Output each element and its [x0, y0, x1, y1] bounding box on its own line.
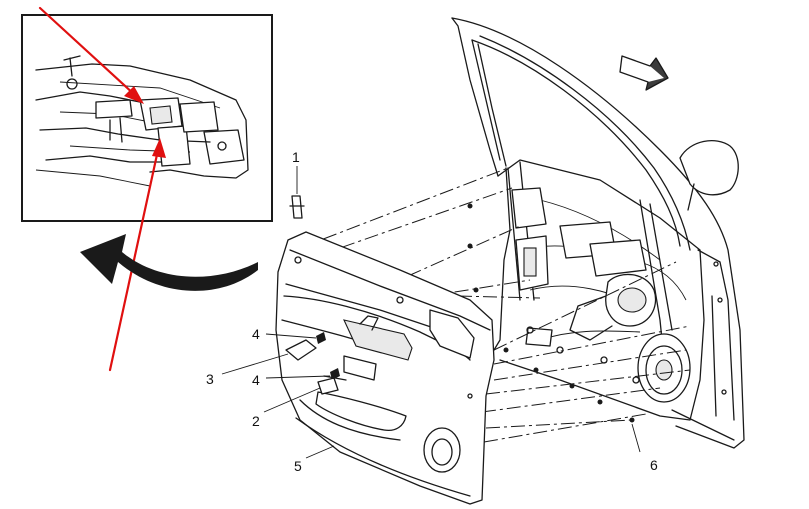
- curved-arrow-icon: [80, 234, 258, 291]
- part-2-cover: [317, 377, 339, 395]
- callout-6: 6: [650, 457, 658, 473]
- callout-4-upper: 4: [252, 326, 260, 342]
- callout-labels: 1 4 3 4 2 5 6: [206, 149, 658, 474]
- annotation-arrows: [38, 6, 166, 372]
- part-4-screw-upper: [316, 332, 326, 344]
- part-1-clip: [289, 195, 305, 219]
- door-frame: [451, 17, 745, 449]
- callout-4-lower: 4: [252, 372, 260, 388]
- part-4-screw-lower: [330, 368, 340, 380]
- callout-5: 5: [294, 458, 302, 474]
- leader-lines: [221, 166, 641, 459]
- callout-1: 1: [292, 149, 300, 165]
- forward-arrow-icon: [619, 55, 669, 91]
- part-3-bezel: [285, 339, 317, 361]
- callout-3: 3: [206, 371, 214, 387]
- annotation-arrow-upper: [38, 6, 138, 98]
- detail-inset: [21, 14, 273, 222]
- annotation-arrow-lower: [108, 148, 160, 372]
- callout-2: 2: [252, 413, 260, 429]
- door-trim-panel: [275, 231, 495, 505]
